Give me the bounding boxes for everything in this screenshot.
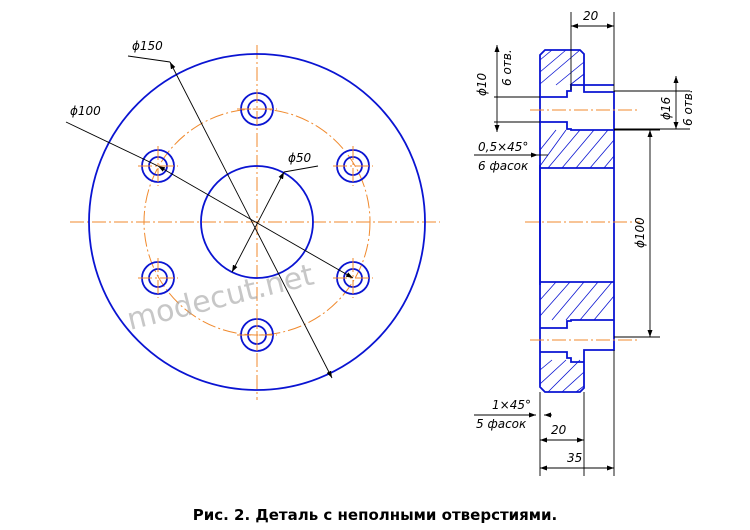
- dim-chamfer-1: 1×45° 5 фасок: [474, 392, 552, 431]
- watermark: modecut.net: [123, 258, 317, 338]
- hatch-lower: [539, 281, 615, 393]
- dim-chamfer-05-count: 6 фасок: [478, 159, 529, 173]
- front-view: ϕ150 ϕ100 ϕ50: [65, 39, 440, 400]
- hole: [333, 258, 373, 298]
- hole: [333, 146, 373, 186]
- dim-bottom-20-label: 20: [551, 423, 567, 437]
- dim-d100-label: ϕ100: [70, 104, 101, 118]
- dim-hole-d10: ϕ10 6 отв.: [475, 45, 540, 132]
- section-contour: [539, 49, 615, 393]
- dim-hole-d16: ϕ16 6 отв.: [614, 76, 695, 130]
- figure-caption: Рис. 2. Деталь с неполными отверстиями.: [192, 506, 558, 524]
- hatch-upper: [539, 49, 615, 169]
- lower-hole: [540, 319, 614, 363]
- dim-chamfer-05-label: 0,5×45°: [478, 140, 528, 154]
- dim-hole-d10-label: ϕ10: [475, 72, 489, 96]
- dim-hole-d16-count: 6 отв.: [681, 89, 695, 126]
- dim-d150-label: ϕ150: [132, 39, 163, 53]
- dim-side-d100-label: ϕ100: [633, 217, 647, 248]
- dim-bottom-35-label: 35: [567, 451, 582, 465]
- technical-drawing: ϕ150 ϕ100 ϕ50 modecut.net: [65, 9, 695, 476]
- dim-chamfer-1-label: 1×45°: [492, 398, 531, 412]
- dim-hole-d16-label: ϕ16: [659, 96, 673, 120]
- dim-hole-d10-count: 6 отв.: [500, 49, 514, 86]
- dim-side-d100: ϕ100: [614, 129, 660, 338]
- dim-chamfer-05: 0,5×45° 6 фасок: [474, 140, 548, 173]
- side-view: 20 ϕ10 6 отв. ϕ16 6 отв. 0,5×45° 6 фасок: [474, 9, 695, 476]
- dim-top-20: 20: [570, 9, 615, 92]
- dim-bottom-35: 35: [540, 350, 615, 476]
- upper-hole: [540, 84, 614, 131]
- dim-d50-label: ϕ50: [288, 151, 312, 165]
- dim-top-20-label: 20: [583, 9, 599, 23]
- dim-chamfer-1-count: 5 фасок: [476, 417, 527, 431]
- outer-contour: [88, 53, 426, 391]
- dim-d50: ϕ50: [231, 151, 319, 273]
